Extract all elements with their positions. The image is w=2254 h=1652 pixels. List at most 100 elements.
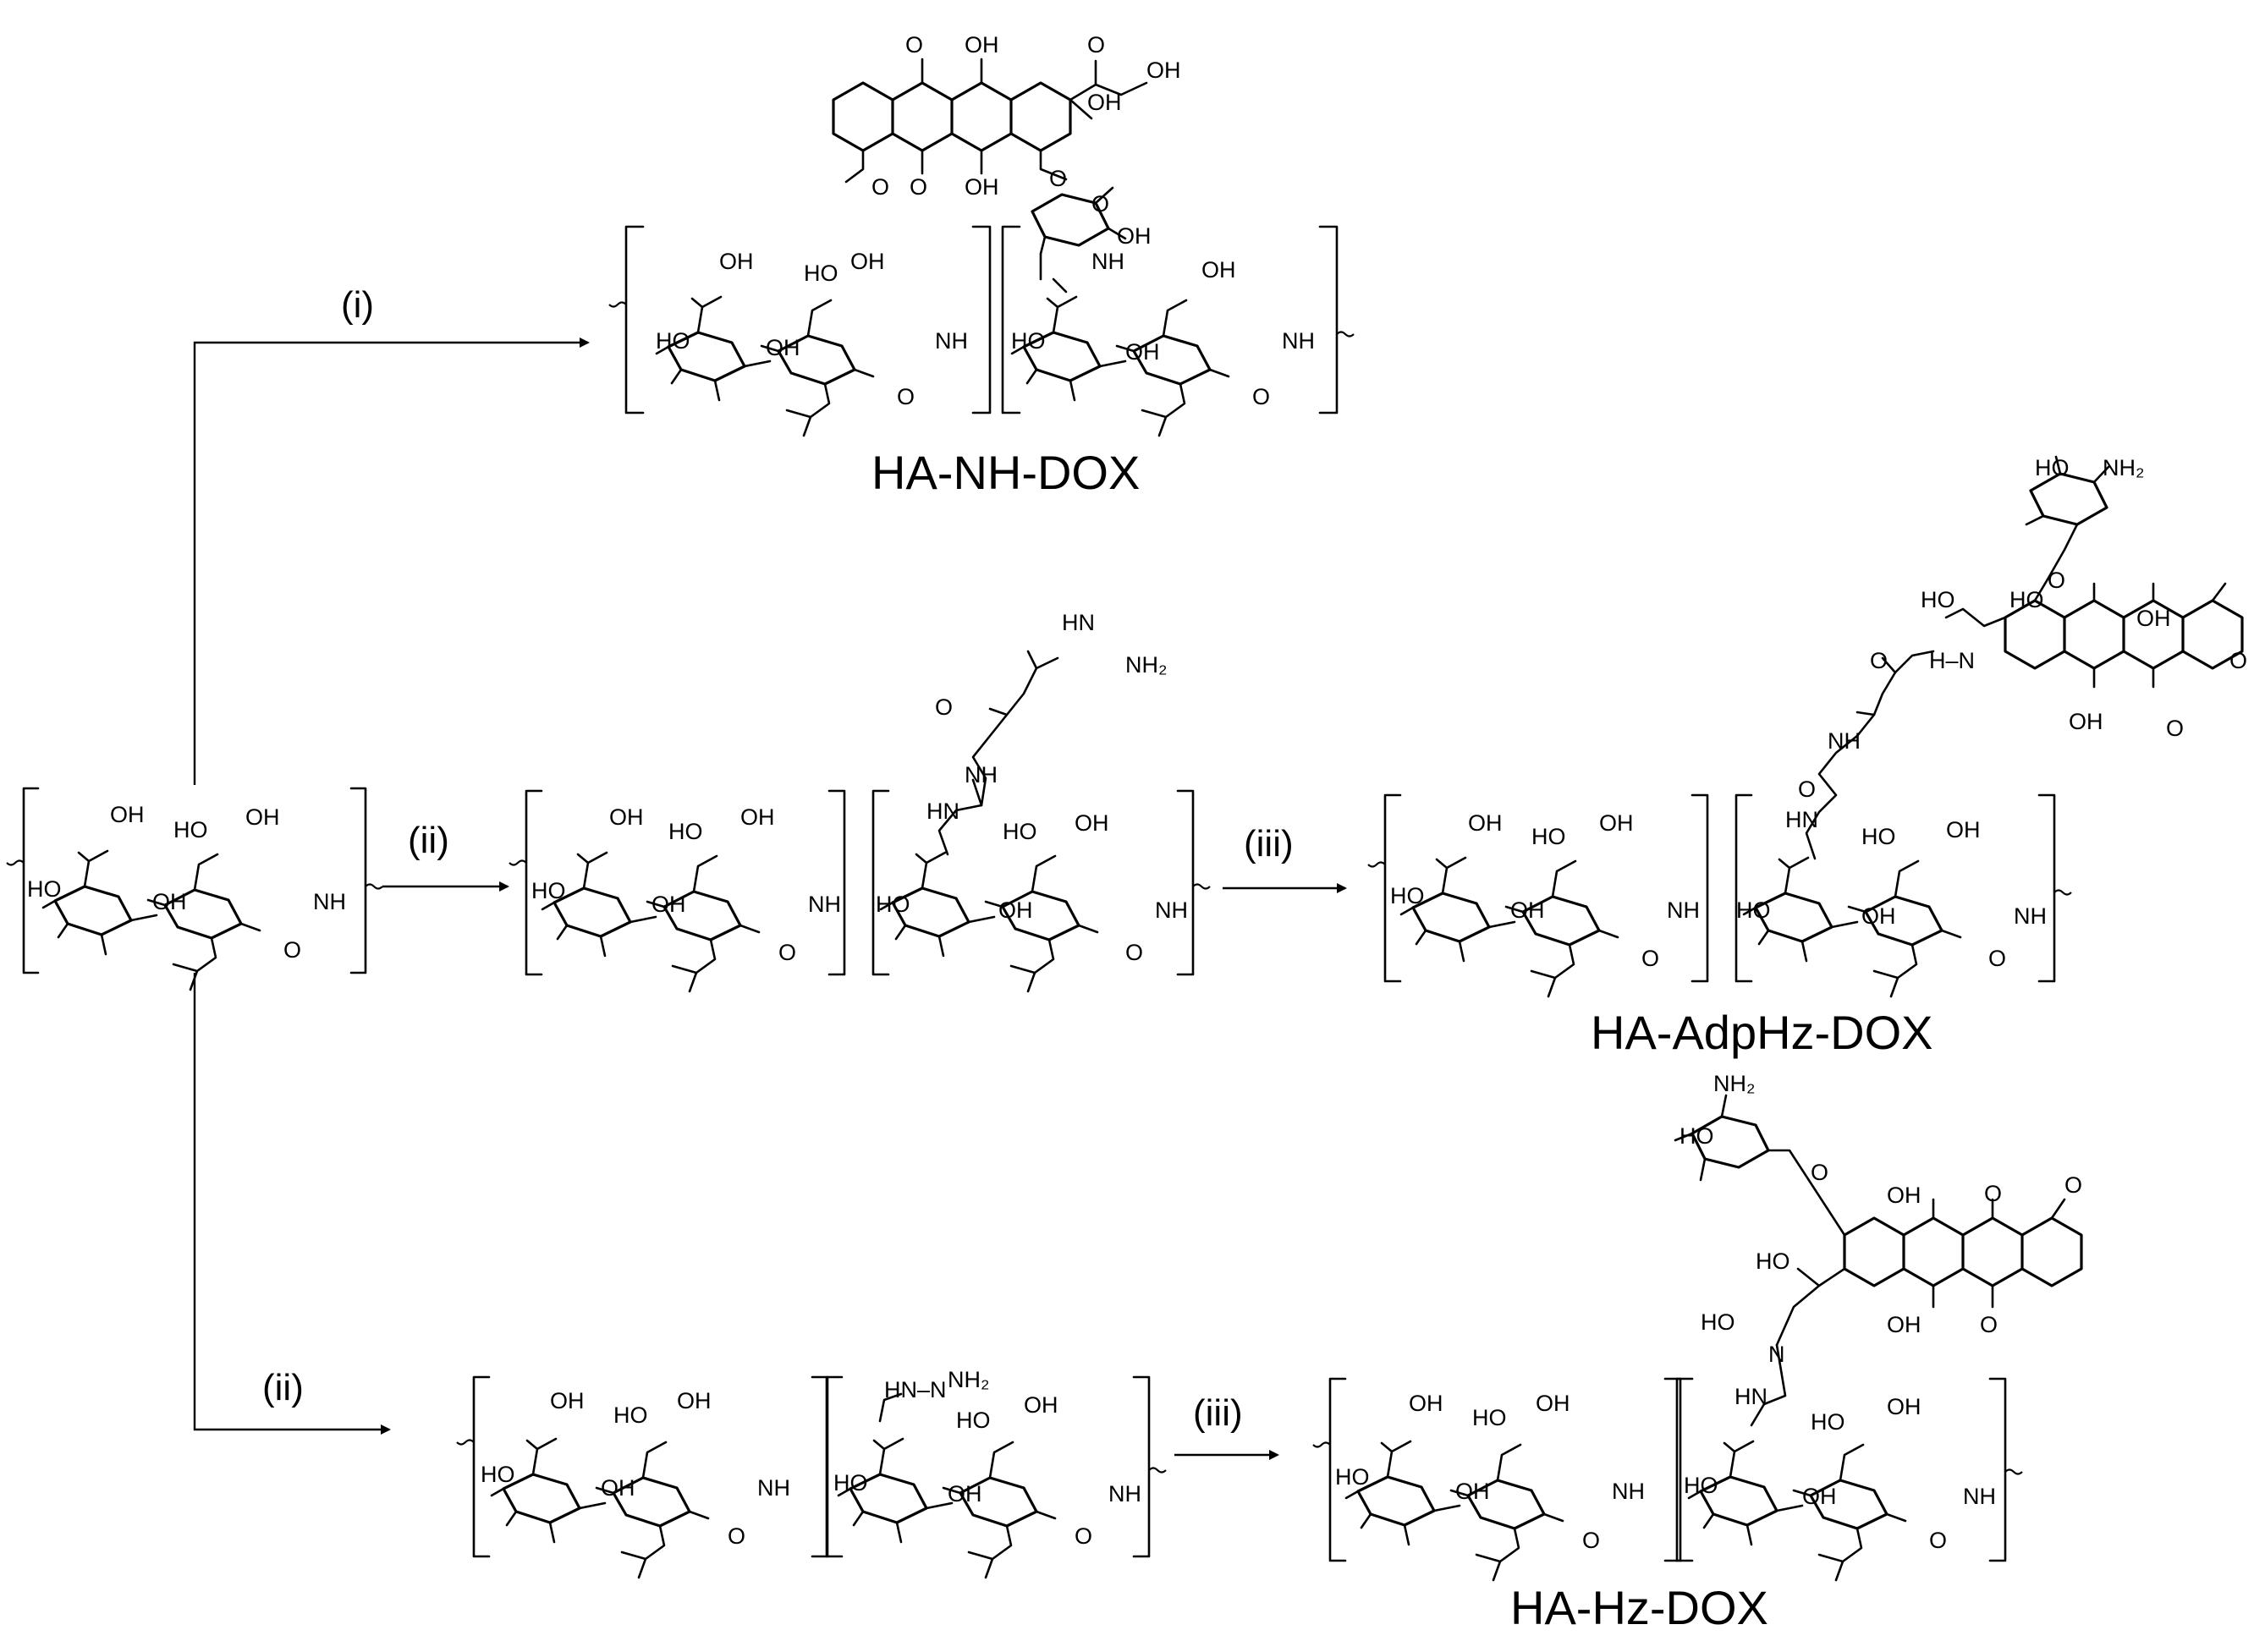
- step-label-iii-bottom: (iii): [1193, 1392, 1243, 1434]
- atom-label: OH: [850, 249, 885, 274]
- atom-label: OH: [965, 32, 999, 58]
- atom-label: OH: [1861, 903, 1896, 929]
- atom-label: O: [1984, 1181, 2002, 1206]
- product-name-ha-nh-dox: HA-NH-DOX: [871, 446, 1140, 499]
- atom-label: NH: [1282, 328, 1315, 354]
- atom-label: OH: [1887, 1183, 1921, 1208]
- atom-label: O: [910, 174, 927, 200]
- atom-label: OH: [998, 897, 1033, 923]
- atom-label: OH: [550, 1388, 585, 1413]
- atom-label: O: [1988, 946, 2006, 971]
- product-name-ha-hz-dox: HA-Hz-DOX: [1510, 1581, 1768, 1634]
- atom-label: H–N: [1929, 648, 1975, 673]
- atom-label: O: [1798, 777, 1816, 802]
- atom-label: HO: [1811, 1409, 1845, 1435]
- atom-label: OH: [1468, 810, 1503, 836]
- atom-label: HO: [1861, 824, 1896, 849]
- atom-label: HO: [1701, 1309, 1735, 1335]
- atom-label: NH: [1091, 249, 1124, 274]
- arrow-i: [193, 338, 590, 785]
- atom-label: HN–N: [884, 1377, 947, 1402]
- atom-label: HO: [2035, 455, 2070, 480]
- atom-label: OH: [152, 889, 187, 914]
- atom-label: HO: [1335, 1464, 1370, 1490]
- atom-label: HO: [27, 876, 62, 902]
- atom-label: HO: [531, 878, 566, 903]
- atom-label: OH: [2069, 709, 2103, 734]
- atom-label: OH: [766, 335, 800, 360]
- atom-label: OH: [1946, 817, 1981, 842]
- atom-label: HN: [1062, 610, 1095, 635]
- atom-label: O: [1929, 1528, 1947, 1553]
- atom-label: OH: [1117, 223, 1152, 249]
- atom-label: O: [2048, 568, 2065, 593]
- atom-label: NH: [965, 762, 998, 788]
- atom-label: NH: [935, 328, 968, 354]
- atom-label: O: [905, 32, 923, 58]
- reaction-arrows: [193, 338, 1347, 1460]
- atom-label: OH: [245, 804, 280, 830]
- atom-labels: O OH O OH OH O OH O OH O O NH OH HO OH O…: [27, 32, 2247, 1553]
- atom-label: O: [897, 384, 915, 409]
- atom-label: NH: [1108, 1481, 1141, 1507]
- atom-label: OH: [1887, 1394, 1921, 1419]
- atom-label: OH: [601, 1475, 635, 1501]
- atom-label: HO: [956, 1408, 991, 1433]
- atom-label: O: [283, 937, 301, 963]
- atom-label: HO: [833, 1470, 868, 1496]
- haadphzdox-structure: [1367, 455, 2244, 998]
- atom-label: OH: [1075, 810, 1109, 836]
- atom-label: OH: [1887, 1312, 1921, 1337]
- atom-label: O: [1252, 384, 1270, 409]
- atom-label: OH: [1201, 257, 1236, 283]
- atom-label: OH: [609, 804, 644, 830]
- atom-label: HO: [173, 817, 208, 842]
- atom-label: O: [728, 1523, 745, 1549]
- atom-label: HO: [804, 261, 838, 286]
- atom-label: HO: [1680, 1123, 1714, 1149]
- atom-label: HO: [1531, 824, 1566, 849]
- atom-label: NH₂: [1713, 1071, 1755, 1096]
- atom-label: OH: [965, 174, 999, 200]
- atom-label: O: [1582, 1528, 1600, 1553]
- atom-label: HO: [1756, 1249, 1790, 1274]
- atom-label: NH: [1667, 897, 1700, 923]
- hanhdox-structure: [608, 58, 1355, 437]
- atom-label: OH: [1409, 1391, 1443, 1416]
- atom-label: NH: [1963, 1484, 1996, 1509]
- step-label-i: (i): [341, 284, 374, 326]
- atom-label: NH: [1612, 1479, 1645, 1504]
- atom-label: O: [778, 940, 796, 965]
- atom-label: OH: [1125, 339, 1160, 365]
- atom-label: HN: [1785, 807, 1818, 832]
- atom-label: NH: [2014, 903, 2047, 929]
- atom-label: O: [2229, 648, 2247, 673]
- atom-label: O: [1641, 946, 1659, 971]
- atom-label: O: [1811, 1160, 1828, 1185]
- atom-label: OH: [1599, 810, 1634, 836]
- atom-label: O: [1075, 1523, 1092, 1549]
- hahzdox-structure: [1312, 1094, 2083, 1582]
- atom-label: O: [935, 694, 953, 720]
- atom-label: O: [1980, 1312, 1998, 1337]
- step-label-iii-top: (iii): [1244, 823, 1294, 864]
- step-label-ii-top: (ii): [408, 820, 449, 861]
- atom-label: NH₂: [948, 1367, 989, 1392]
- atom-label: HO: [1011, 328, 1046, 354]
- ha-adphz-intermediate: [509, 650, 1211, 993]
- atom-label: HO: [1684, 1473, 1718, 1498]
- atom-label: HN: [926, 799, 959, 824]
- atom-label: HO: [2009, 587, 2044, 612]
- atom-label: OH: [719, 249, 754, 274]
- atom-label: OH: [677, 1388, 712, 1413]
- atom-label: HO: [481, 1462, 515, 1487]
- atom-label: O: [2064, 1172, 2082, 1198]
- atom-label: OH: [110, 802, 145, 827]
- atom-label: OH: [948, 1481, 982, 1507]
- atom-label: HO: [1736, 897, 1771, 923]
- atom-label: NH: [1155, 897, 1188, 923]
- atom-label: HO: [1003, 819, 1037, 844]
- atom-label: HN: [1734, 1384, 1767, 1409]
- atom-label: N: [1768, 1342, 1785, 1367]
